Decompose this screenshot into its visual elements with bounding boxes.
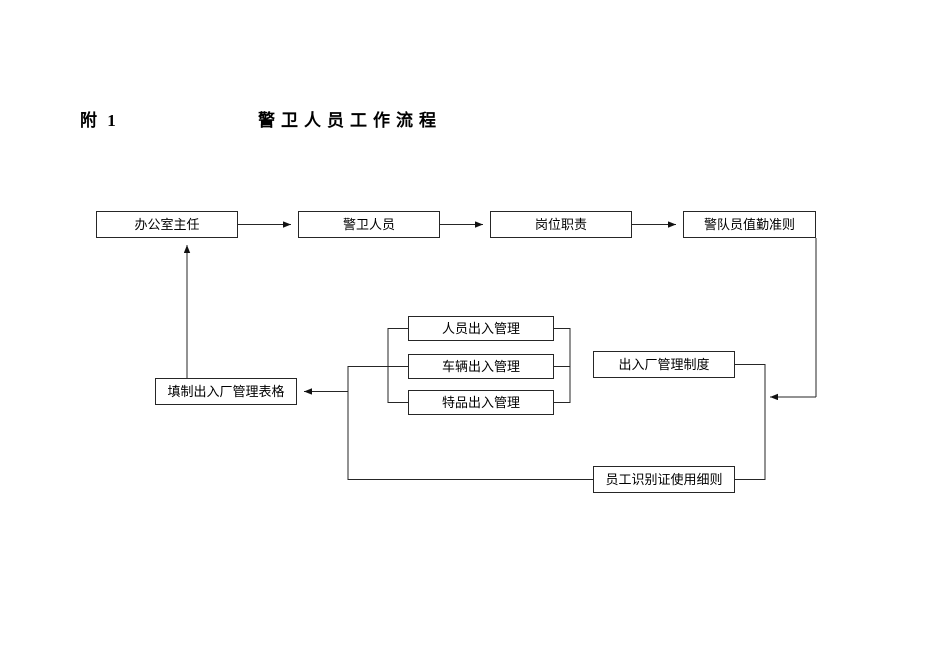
attachment-label: 附 1	[80, 111, 119, 130]
node-vehicle-access-management[interactable]: 车辆出入管理	[408, 354, 554, 379]
bracket-left-middle-stack	[387, 327, 408, 404]
edge-rules-to-system	[770, 238, 817, 401]
node-employee-id-card-rules[interactable]: 员工识别证使用细则	[593, 466, 735, 493]
node-fill-access-management-form[interactable]: 填制出入厂管理表格	[155, 378, 297, 405]
edge-system-to-idcard	[735, 363, 766, 481]
node-post-responsibilities[interactable]: 岗位职责	[490, 211, 632, 238]
bracket-right-middle-stack	[554, 327, 571, 404]
edge-middle-stack-to-form	[304, 365, 388, 395]
node-office-director[interactable]: 办公室主任	[96, 211, 238, 238]
node-security-personnel[interactable]: 警卫人员	[298, 211, 440, 238]
node-factory-access-management-system[interactable]: 出入厂管理制度	[593, 351, 735, 378]
node-guard-duty-guidelines[interactable]: 警队员值勤准则	[683, 211, 816, 238]
title-header: 附 1 警卫人员工作流程	[0, 106, 950, 146]
page-title: 警卫人员工作流程	[258, 111, 442, 130]
node-special-goods-access-management[interactable]: 特品出入管理	[408, 390, 554, 415]
node-personnel-access-management[interactable]: 人员出入管理	[408, 316, 554, 341]
